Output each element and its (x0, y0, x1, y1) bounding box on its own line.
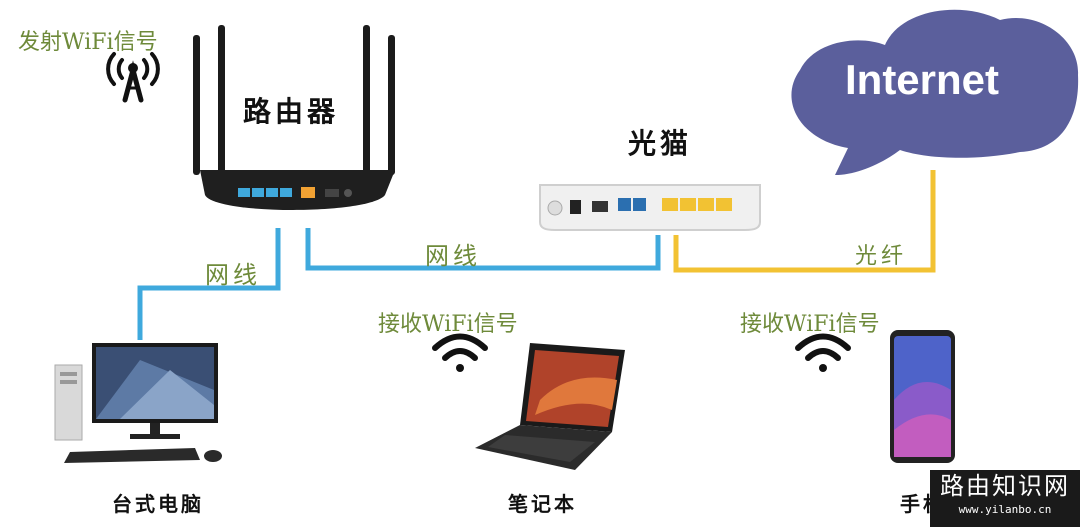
ethernet-cable-router-pc (137, 228, 281, 340)
receive-wifi-label-laptop: 接收WiFi信号 (378, 312, 518, 337)
fiber-label: 光纤 (855, 244, 908, 269)
watermark-title: 路由知识网 (940, 472, 1070, 500)
wifi-tower-icon (106, 52, 160, 103)
modem-device (539, 184, 761, 231)
watermark: 路由知识网 www.yilanbo.cn (930, 470, 1080, 527)
modem-label: 光猫 (628, 127, 693, 160)
internet-cloud (791, 9, 1079, 175)
ethernet-cable-router-modem (305, 228, 661, 271)
router-device (193, 25, 395, 210)
cable-label-router-pc: 网线 (205, 261, 261, 289)
watermark-url: www.yilanbo.cn (958, 503, 1052, 516)
laptop-label: 笔记本 (508, 492, 577, 516)
internet-label: Internet (845, 56, 1000, 103)
wifi-signal-icon (795, 333, 851, 372)
mobile-phone (890, 330, 955, 463)
emit-wifi-label: 发射WiFi信号 (18, 30, 158, 55)
desktop-label: 台式电脑 (112, 492, 204, 516)
fiber-cable (673, 170, 936, 273)
cable-label-router-modem: 网线 (425, 242, 481, 270)
receive-wifi-label-phone: 接收WiFi信号 (740, 312, 880, 337)
router-label: 路由器 (243, 95, 340, 128)
desktop-computer (54, 343, 222, 463)
wifi-signal-icon (432, 333, 488, 372)
laptop-computer (475, 343, 625, 470)
